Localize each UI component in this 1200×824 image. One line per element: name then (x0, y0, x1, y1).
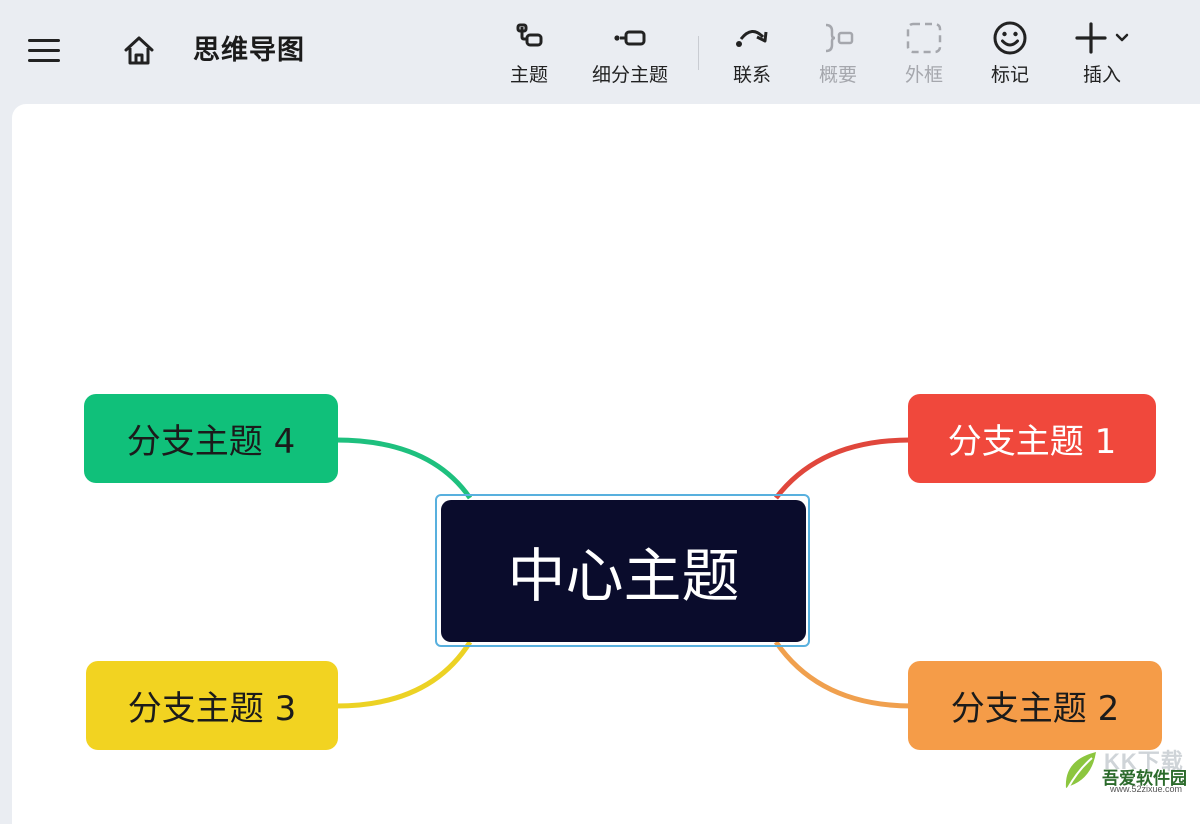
central-topic-node[interactable]: 中心主题 (441, 500, 806, 642)
connector-branch-1 (776, 440, 910, 498)
watermark-url-text: www.52zixue.com (1110, 784, 1182, 794)
branch-topic-2-node[interactable]: 分支主题 2 (908, 661, 1162, 750)
watermark: KK下载 吾爱软件园 www.52zixue.com (1062, 744, 1192, 794)
branch-topic-1-node[interactable]: 分支主题 1 (908, 394, 1156, 483)
connector-branch-3 (336, 642, 470, 706)
branch-topic-4-node[interactable]: 分支主题 4 (84, 394, 338, 483)
connector-branch-2 (776, 642, 912, 706)
leaf-logo-icon (1062, 748, 1102, 792)
branch-topic-3-node[interactable]: 分支主题 3 (86, 661, 338, 750)
connector-branch-4 (336, 440, 470, 498)
